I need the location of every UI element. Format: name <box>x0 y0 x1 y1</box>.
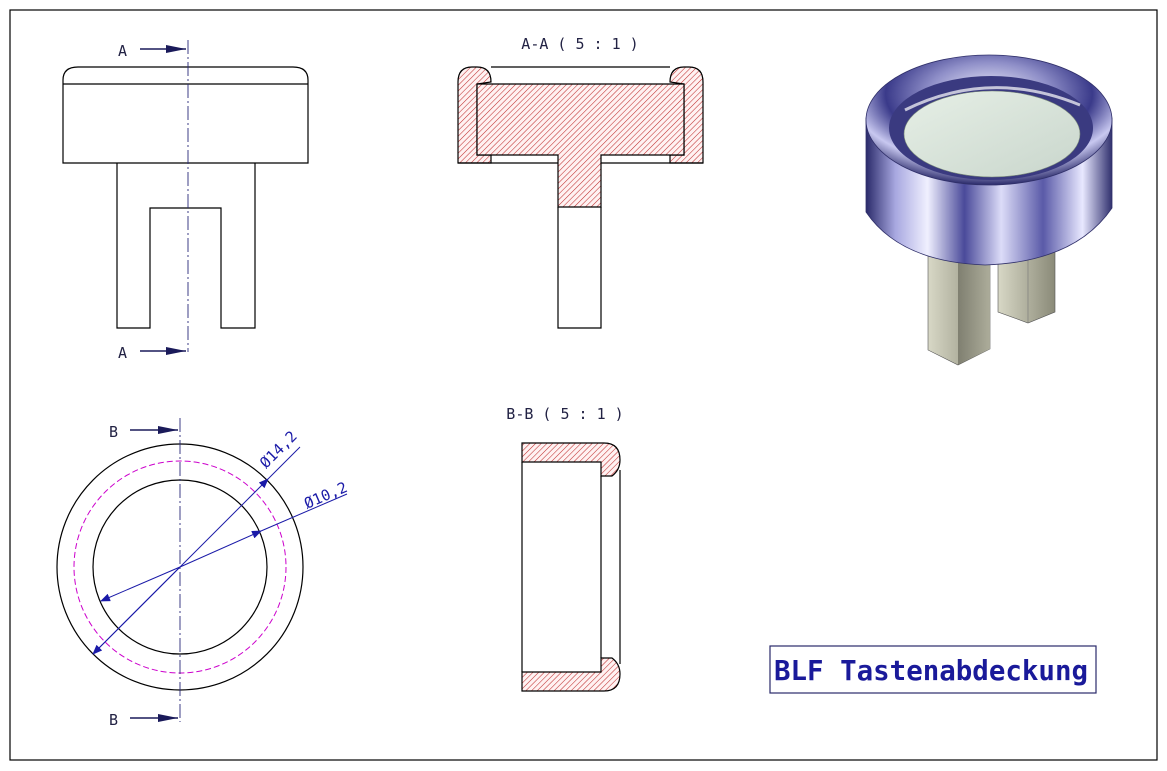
title-box <box>769 645 1097 694</box>
section-marker-b-top: B <box>109 423 118 441</box>
section-aa-label: A-A ( 5 : 1 ) <box>521 35 638 53</box>
section-aa-left-wall <box>457 66 492 164</box>
top-view: Ø14,2 Ø10,2 B B <box>56 418 350 729</box>
front-view: A A <box>62 40 309 362</box>
section-aa-stem <box>557 207 602 329</box>
dim-inner-text: Ø10,2 <box>301 478 350 513</box>
drawing-title: BLF Tastenabdeckung <box>774 654 1088 687</box>
iso-render <box>865 54 1113 366</box>
front-view-legs <box>116 163 256 329</box>
section-marker-a-bottom: A <box>118 344 127 362</box>
section-aa-view: A-A ( 5 : 1 ) <box>457 35 704 329</box>
section-arrow-b-bottom <box>130 714 178 722</box>
section-arrow-b-top <box>130 426 178 434</box>
sheet-border <box>9 9 1158 761</box>
section-marker-b-bottom: B <box>109 711 118 729</box>
iso-cap-top <box>903 90 1081 178</box>
section-marker-a-top: A <box>118 42 127 60</box>
section-aa-plate <box>476 83 685 208</box>
title-block: BLF Tastenabdeckung <box>769 645 1097 694</box>
section-arrow-a-bottom <box>140 347 186 355</box>
dim-outer-text: Ø14,2 <box>256 427 301 472</box>
section-arrow-a-top <box>140 45 186 53</box>
dim-inner-line <box>179 530 262 568</box>
front-view-cap <box>62 66 309 164</box>
section-aa-right-wall <box>669 66 704 164</box>
section-bb-label: B-B ( 5 : 1 ) <box>506 405 623 423</box>
section-bb-bottom-wall <box>521 657 621 692</box>
section-bb-top-wall <box>521 442 621 477</box>
section-bb-view: B-B ( 5 : 1 ) <box>506 405 624 692</box>
